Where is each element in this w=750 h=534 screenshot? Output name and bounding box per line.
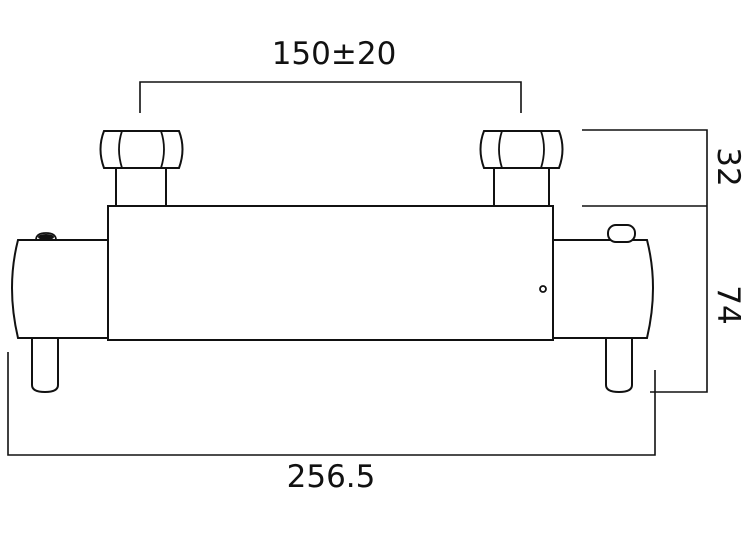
inlet-height-label: 32 [710,147,746,186]
valve-main-body [107,205,554,341]
overall-width-label: 256.5 [287,459,376,495]
overall-width-dimension-line [7,352,656,456]
inlet-centres-label: 150±20 [272,36,397,72]
right-inlet-stem [493,167,550,209]
left-inlet-stem [115,167,167,209]
left-leg [31,337,59,394]
body-indicator-dot [539,285,547,293]
left-hex-nut [99,130,184,169]
height-dimension-line [582,129,708,393]
right-cap-knob [607,224,636,243]
right-end-cap [552,239,654,339]
left-end-cap [11,239,109,339]
inlet-centres-dimension-line [139,81,522,113]
right-hex-nut [479,130,564,169]
left-cap-button-top [38,234,54,240]
right-leg [605,337,633,394]
body-height-label: 74 [710,285,746,324]
left-cap-button [35,232,57,241]
